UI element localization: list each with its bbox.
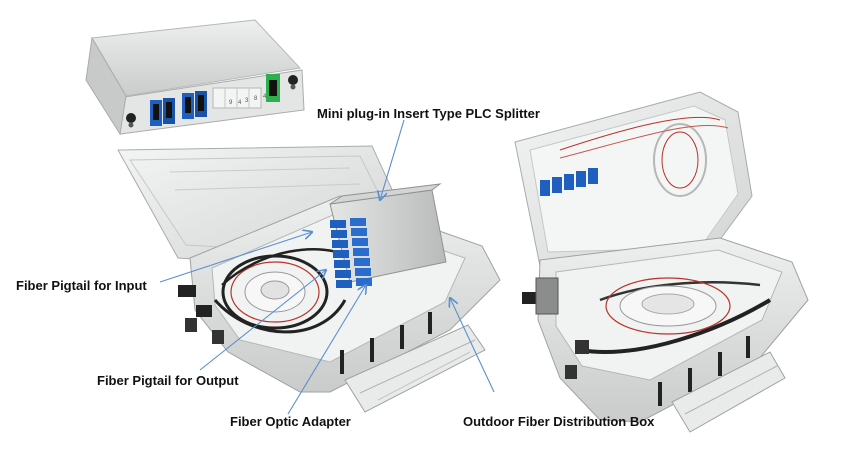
- label-box: Outdoor Fiber Distribution Box: [463, 414, 655, 429]
- port-mark: 8: [254, 96, 258, 102]
- port-mark: 3: [245, 98, 249, 104]
- open-distribution-box-right: [514, 91, 809, 433]
- cable-glands: [178, 285, 224, 344]
- callout-arrow-input: [159, 232, 312, 283]
- plc-splitter: 9 4 3 8 4: [85, 19, 305, 136]
- port-mark: 9: [229, 100, 233, 106]
- cable-cover-right: [671, 351, 786, 433]
- label-adapter: Fiber Optic Adapter: [230, 414, 351, 429]
- cable-glands: [522, 277, 589, 379]
- apc-adapter-green: [266, 74, 280, 102]
- open-distribution-box-left: [117, 145, 501, 413]
- sc-adapter-pair-left: [150, 98, 175, 126]
- adapter-bank-lid: [540, 168, 598, 196]
- adapter-bank: [330, 218, 372, 288]
- splice-tray: [559, 116, 729, 197]
- sc-adapter-pair-right: [182, 91, 207, 119]
- label-pigtail-input: Fiber Pigtail for Input: [16, 278, 147, 293]
- callout-arrow-output: [199, 270, 326, 371]
- label-pigtail-output: Fiber Pigtail for Output: [97, 373, 239, 388]
- fiber-storage-spool: [605, 277, 731, 335]
- cable-cover-left: [344, 324, 486, 413]
- label-splitter: Mini plug-in Insert Type PLC Splitter: [317, 106, 540, 121]
- port-mark: 4: [263, 94, 267, 100]
- callout-arrow-box: [450, 298, 495, 393]
- callout-arrow-adapter: [287, 285, 366, 415]
- port-mark: 4: [238, 100, 242, 106]
- callout-arrow-splitter: [380, 119, 405, 200]
